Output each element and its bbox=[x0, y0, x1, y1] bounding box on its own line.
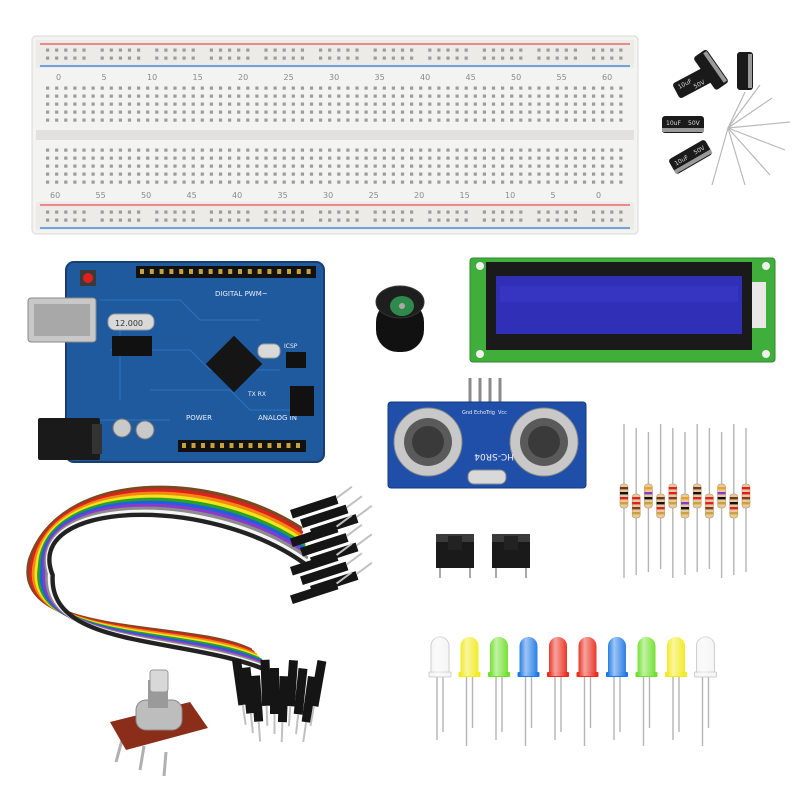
sensor-pin-echo: Echo bbox=[474, 410, 486, 416]
board-capacitor bbox=[112, 418, 132, 438]
led bbox=[694, 636, 717, 746]
breadboard-column-number: 45 bbox=[466, 73, 476, 82]
lcd-screen bbox=[496, 276, 742, 334]
txrx-label: TX RX bbox=[247, 391, 266, 398]
board-capacitor bbox=[135, 420, 155, 440]
capacitor-3: 10uF 50V bbox=[673, 66, 715, 98]
breadboard-column-number: 15 bbox=[193, 73, 203, 82]
breadboard-column-number: 35 bbox=[278, 191, 288, 200]
jumper-connector bbox=[300, 561, 349, 586]
power-label: POWER bbox=[186, 414, 212, 422]
icsp-label: ICSP bbox=[284, 343, 298, 350]
capacitor-2 bbox=[694, 50, 728, 90]
jumper-connector bbox=[250, 675, 264, 722]
crystal-label: 12.000 bbox=[115, 319, 143, 328]
breadboard-column-number: 30 bbox=[329, 73, 339, 82]
breadboard-column-number: 5 bbox=[551, 191, 556, 200]
jumper-connector bbox=[290, 552, 339, 576]
breadboard-column-number: 10 bbox=[147, 73, 157, 82]
breadboard-holes bbox=[46, 48, 623, 222]
jumper-connector bbox=[290, 523, 339, 548]
breadboard-center-channel bbox=[36, 130, 634, 140]
breadboard-column-number: 40 bbox=[232, 191, 242, 200]
sensor-pin-gnd: Gnd bbox=[462, 410, 472, 416]
usb-chip bbox=[112, 336, 152, 356]
breadboard-column-number: 10 bbox=[505, 191, 515, 200]
sensor-pin-vcc: Vcc bbox=[498, 410, 507, 416]
led bbox=[488, 637, 510, 740]
led bbox=[606, 637, 628, 740]
led bbox=[635, 637, 658, 746]
jumper-connector bbox=[277, 676, 289, 723]
push-button-1 bbox=[436, 534, 474, 578]
jumper-connector bbox=[241, 667, 256, 714]
breadboard-column-number: 25 bbox=[284, 73, 294, 82]
sensor-pin-trig: Trig bbox=[485, 410, 495, 416]
push-button-2 bbox=[492, 534, 530, 578]
breadboard-top-numbers: 0 5 10 15 20 25 30 35 40 45 50 55 60 bbox=[56, 73, 612, 82]
jumper-connector bbox=[300, 504, 349, 529]
arduino-board: 12.000 DIGITAL PWM~ POWER ANALOG IN ICSP… bbox=[27, 261, 325, 463]
lcd-display bbox=[469, 257, 776, 363]
jumper-wires bbox=[26, 485, 373, 743]
breadboard-column-number: 40 bbox=[420, 73, 430, 82]
jumper-connector bbox=[293, 668, 308, 715]
ultrasonic-sensor: HC-SR04 Gnd Echo Trig Vcc bbox=[387, 378, 587, 489]
jumper-connector bbox=[232, 658, 248, 706]
led bbox=[428, 636, 452, 740]
jumper-connector bbox=[270, 668, 279, 714]
breadboard-column-number: 20 bbox=[238, 73, 248, 82]
breadboard-column-number: 60 bbox=[50, 191, 60, 200]
analog-label: ANALOG IN bbox=[258, 414, 297, 422]
breadboard-column-number: 5 bbox=[102, 73, 107, 82]
capacitor-label-v: 50V bbox=[688, 120, 701, 127]
breadboard-column-number: 20 bbox=[414, 191, 424, 200]
breadboard-column-number: 45 bbox=[187, 191, 197, 200]
breadboard-column-number: 15 bbox=[460, 191, 470, 200]
jumper-connector bbox=[260, 659, 272, 706]
jumper-connector bbox=[309, 659, 327, 707]
breadboard-column-number: 0 bbox=[56, 73, 61, 82]
digital-label: DIGITAL PWM~ bbox=[215, 290, 268, 298]
led bbox=[547, 637, 569, 740]
capacitors: 10uF 50V 10uF 50V 10uF 50V bbox=[662, 50, 791, 186]
dc-power-jack bbox=[38, 418, 100, 460]
capacitor-5: 10uF 50V bbox=[669, 140, 713, 174]
potentiometer bbox=[110, 669, 208, 777]
capacitor-4: 10uF 50V bbox=[662, 116, 704, 133]
jumper-connector bbox=[285, 659, 298, 707]
led bbox=[517, 637, 540, 746]
led bbox=[458, 637, 481, 746]
breadboard-column-number: 55 bbox=[557, 73, 567, 82]
capacitor-label-uf: 10uF bbox=[666, 120, 681, 127]
breadboard-column-number: 25 bbox=[369, 191, 379, 200]
led bbox=[576, 637, 599, 746]
resistors bbox=[619, 424, 751, 578]
breadboard-column-number: 55 bbox=[96, 191, 106, 200]
capacitor-1 bbox=[737, 52, 753, 90]
breadboard-column-number: 50 bbox=[511, 73, 521, 82]
breadboard-column-number: 30 bbox=[323, 191, 333, 200]
sensor-model-label: HC-SR04 bbox=[474, 451, 514, 461]
buzzer bbox=[375, 285, 425, 352]
leds bbox=[428, 636, 717, 746]
jumper-connector bbox=[290, 495, 339, 519]
icsp-header bbox=[286, 352, 306, 368]
breadboard-column-number: 60 bbox=[602, 73, 612, 82]
breadboard-column-number: 50 bbox=[141, 191, 151, 200]
jumper-connector bbox=[290, 580, 339, 605]
breadboard-column-number: 35 bbox=[375, 73, 385, 82]
jumper-connector bbox=[300, 533, 349, 557]
led bbox=[665, 637, 687, 740]
crystal bbox=[107, 313, 155, 331]
breadboard-column-number: 0 bbox=[596, 191, 601, 200]
